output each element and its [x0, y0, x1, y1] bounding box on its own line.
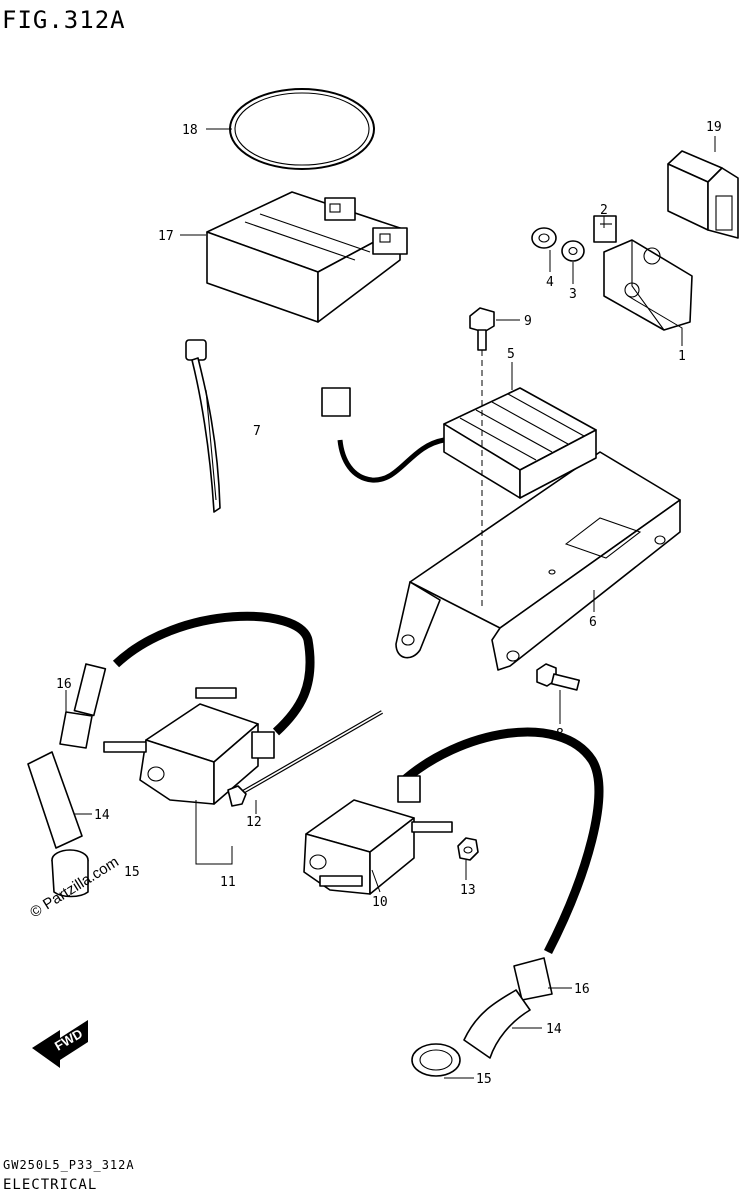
callout-12: 12 [246, 815, 262, 830]
callout-17: 17 [158, 229, 174, 244]
fwd-arrow-icon: FWD [32, 1020, 88, 1068]
part-3-washer [561, 240, 585, 262]
callout-labels: 18 17 19 2 4 3 1 9 5 7 6 8 16 14 15 12 1… [56, 120, 722, 1087]
callout-7: 7 [253, 424, 261, 439]
part-7-cable-tie [185, 339, 221, 513]
part-18-ring [229, 88, 375, 170]
callout-16-left: 16 [56, 677, 72, 692]
part-8-bolt [536, 663, 581, 691]
part-15-cap-right [411, 1043, 461, 1077]
callout-8: 8 [556, 727, 564, 742]
part-16-plug-cap-right [513, 957, 553, 1001]
callout-15-right: 15 [476, 1072, 492, 1087]
callout-5: 5 [507, 347, 515, 362]
callout-1: 1 [678, 349, 686, 364]
callout-15-left: 15 [124, 865, 140, 880]
callout-14-left: 14 [94, 808, 110, 823]
callout-4: 4 [546, 275, 554, 290]
part-17-ecm [206, 191, 408, 323]
callout-9: 9 [524, 314, 532, 329]
callout-13: 13 [460, 883, 476, 898]
part-15-cap-left [51, 849, 89, 898]
part-6-bracket [395, 451, 681, 671]
callout-18: 18 [182, 123, 198, 138]
callout-14-right: 14 [546, 1022, 562, 1037]
part-13-nut [457, 837, 479, 861]
callout-2: 2 [600, 203, 608, 218]
leader-lines [65, 128, 716, 1079]
part-1-starter-relay [593, 215, 693, 331]
callout-3: 3 [569, 287, 577, 302]
part-19-relay [667, 150, 739, 239]
callout-11: 11 [220, 875, 236, 890]
part-5-regulator [321, 387, 597, 499]
part-9-bolt [469, 307, 495, 351]
part-14-tube-left [27, 751, 83, 849]
callout-10: 10 [372, 895, 388, 910]
part-12-bolt [227, 710, 383, 807]
callout-16-right: 16 [574, 982, 590, 997]
callout-6: 6 [589, 615, 597, 630]
part-4-grommet [531, 227, 557, 249]
section-title: ELECTRICAL [3, 1177, 98, 1193]
part-16-plug-cap-left [59, 663, 107, 749]
drawing-code: GW250L5_P33_312A [3, 1158, 135, 1172]
part-14-tube-right [463, 989, 531, 1059]
part-11-ignition-coil [103, 611, 315, 805]
part-10-ignition-coil [303, 727, 604, 955]
callout-19: 19 [706, 120, 722, 135]
figure-title: FIG.312A [2, 6, 126, 34]
